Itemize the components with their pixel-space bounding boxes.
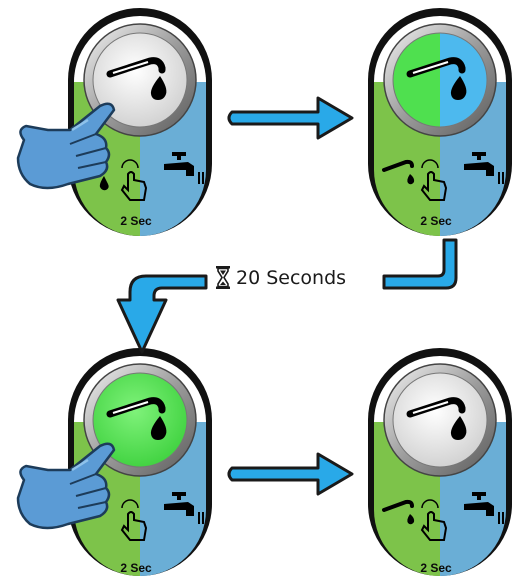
- pressing-hand-icon: [18, 444, 114, 528]
- step-2-panel: 2 Sec: [368, 8, 512, 236]
- arrow-connector-right: [384, 240, 456, 288]
- wait-duration-label: 20 Seconds: [236, 267, 346, 289]
- arrow-connector-left: [118, 276, 206, 352]
- timer-label: 2 Sec: [120, 561, 152, 575]
- arrow-right-top: [229, 98, 352, 138]
- timer-label: 2 Sec: [420, 214, 452, 228]
- timer-label: 2 Sec: [420, 561, 452, 575]
- pressing-hand-icon: [18, 104, 114, 188]
- timer-label: 2 Sec: [120, 214, 152, 228]
- hourglass-icon: [216, 266, 230, 289]
- step-3-panel: 2 Sec: [18, 348, 212, 576]
- step-4-panel: 2 Sec: [368, 348, 512, 576]
- step-1-panel: 2 Sec: [18, 8, 212, 236]
- arrow-right-bottom: [229, 454, 352, 494]
